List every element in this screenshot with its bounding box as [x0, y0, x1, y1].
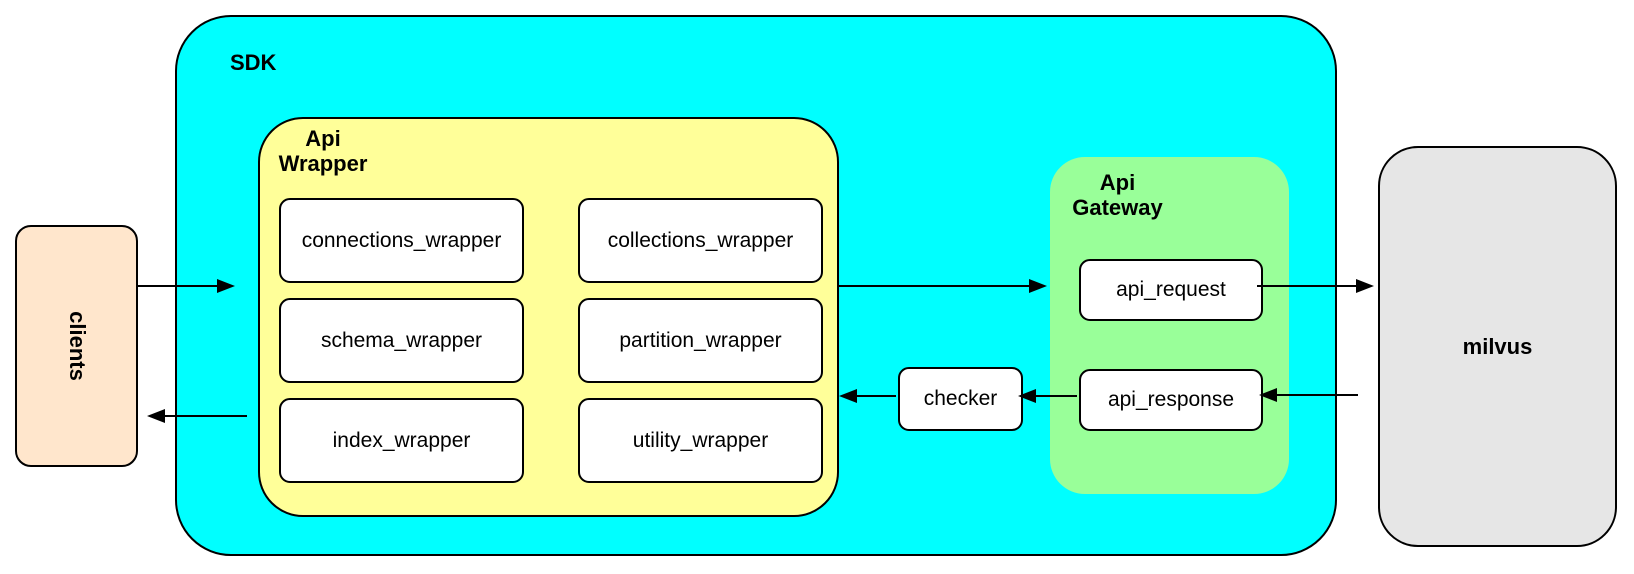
api-wrapper-container: Api Wrapper connections_wrapper collecti… [258, 117, 839, 517]
collections-wrapper-node: collections_wrapper [578, 198, 823, 283]
api-gateway-container: Api Gateway api_request api_response [1050, 157, 1289, 494]
milvus-label: milvus [1462, 333, 1533, 359]
api-response-node: api_response [1079, 369, 1263, 431]
sdk-label: SDK [230, 50, 277, 75]
clients-label: clients [64, 311, 90, 381]
connections-wrapper-node: connections_wrapper [279, 198, 524, 283]
sdk-container: SDK Api Wrapper connections_wrapper coll… [175, 15, 1337, 556]
api-request-node: api_request [1079, 259, 1263, 321]
index-wrapper-node: index_wrapper [279, 398, 524, 483]
utility-wrapper-node: utility_wrapper [578, 398, 823, 483]
api-gateway-label: Api Gateway [1072, 170, 1163, 220]
api-wrapper-label: Api Wrapper [278, 126, 368, 176]
partition-wrapper-node: partition_wrapper [578, 298, 823, 383]
clients-node: clients [15, 225, 138, 467]
checker-node: checker [898, 367, 1023, 431]
milvus-node: milvus [1378, 146, 1617, 547]
schema-wrapper-node: schema_wrapper [279, 298, 524, 383]
